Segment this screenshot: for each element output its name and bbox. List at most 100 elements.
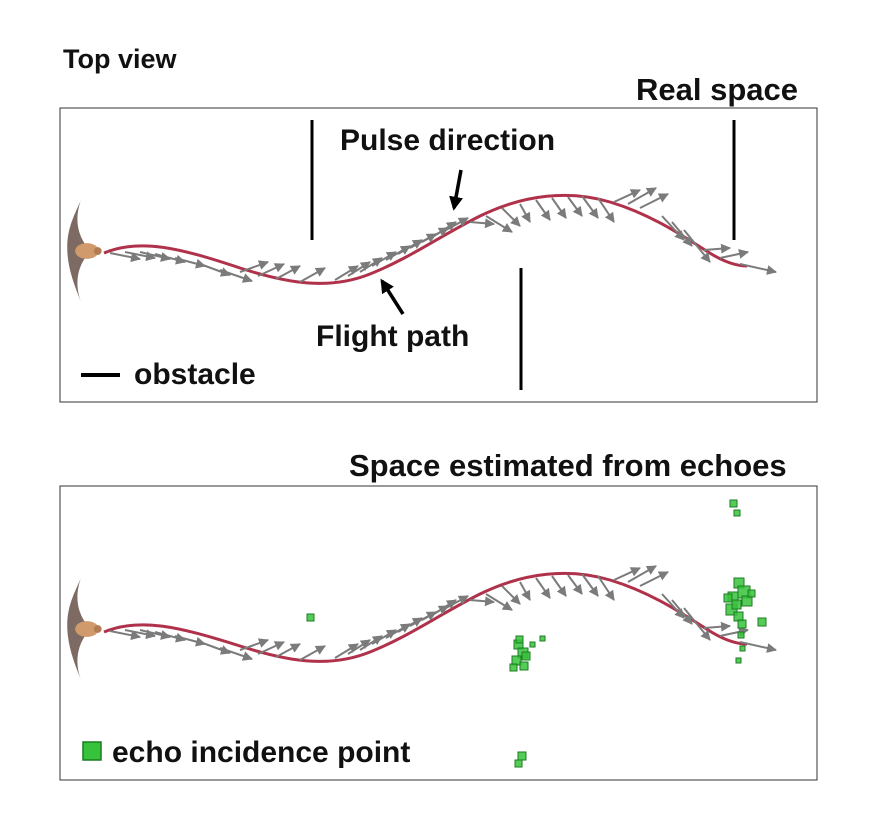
bottom-pulse-arrow-22 [469, 596, 495, 607]
top-pulse-arrow-37 [703, 243, 731, 254]
bottom-pulse-arrow-36 [683, 607, 711, 641]
bottom-pulse-arrow-24 [501, 585, 521, 605]
bottom-pulse-arrow-3 [139, 629, 171, 640]
top-pulse-arrow-20 [433, 221, 457, 237]
flight-pointer-arrow [380, 278, 405, 315]
top-pulse-arrow-1 [109, 252, 141, 263]
bottom-pulse-arrow-26 [535, 577, 551, 599]
bottom-pulse-arrow-33 [639, 571, 669, 587]
top-pulse-arrow-11 [299, 267, 326, 283]
top-pulse-arrow-25 [519, 203, 531, 223]
top-pulse-arrow-15 [371, 251, 397, 267]
bottom-pulse-arrow-8 [239, 638, 269, 651]
bottom-pulse-arrow-12 [334, 643, 359, 659]
echo-point-24 [731, 599, 742, 610]
bottom-pulse-arrow-21 [445, 595, 469, 609]
estimated-space-title: Space estimated from echoes [349, 448, 787, 483]
bottom-pulse-arrow-4 [154, 631, 186, 643]
bottom-pulse-arrow-39 [739, 641, 777, 653]
echo-point-28 [739, 645, 746, 652]
bottom-pulse-arrow-31 [613, 567, 641, 581]
top-pulse-arrow-12 [334, 265, 359, 281]
echo-point-9 [539, 635, 546, 642]
bottom-pulse-arrow-11 [299, 645, 326, 661]
echo-point-21 [737, 619, 747, 629]
echo-point-7 [521, 651, 531, 661]
top-pulse-arrow-14 [359, 257, 383, 273]
flight-path-label: Flight path [316, 320, 470, 353]
bottom-pulse-arrow-37 [703, 621, 731, 632]
bottom-pulse-arrow-1 [109, 630, 141, 641]
top-pulse-arrow-9 [257, 263, 285, 277]
top-pulse-arrow-36 [683, 229, 711, 263]
bottom-pulse-arrow-10 [275, 643, 301, 658]
bottom-pulse-arrow-6 [199, 641, 231, 655]
echo-point-6 [515, 635, 524, 644]
estimated-space-panel [59, 485, 818, 781]
echo-point-12 [514, 759, 523, 768]
pulse-arrows-bottom [109, 565, 777, 661]
top-pulse-arrow-7 [219, 269, 253, 283]
bottom-pulse-arrow-9 [257, 641, 285, 655]
top-view-label: Top view [63, 44, 177, 74]
top-pulse-arrow-33 [639, 193, 669, 209]
top-pulse-arrow-4 [154, 253, 186, 265]
top-pulse-arrow-35 [671, 221, 693, 247]
top-pulse-arrow-13 [347, 261, 371, 277]
echo-point-27 [735, 657, 742, 664]
echo-point-26 [737, 631, 745, 639]
echo-point-22 [723, 593, 733, 603]
top-pulse-arrow-27 [551, 197, 567, 219]
bottom-pulse-arrow-15 [371, 629, 397, 645]
top-pulse-arrow-29 [581, 195, 599, 219]
echo-point-18 [741, 595, 753, 607]
real-space-panel [59, 107, 818, 403]
echo-point-23 [747, 589, 756, 598]
top-pulse-arrow-23 [485, 215, 513, 233]
bottom-pulse-arrow-25 [519, 581, 531, 601]
bottom-pulse-arrow-29 [581, 573, 599, 597]
echo-point-14 [733, 509, 741, 517]
echo-point-25 [757, 617, 767, 627]
bottom-pulse-arrow-7 [219, 647, 253, 661]
bottom-pulse-arrow-27 [551, 575, 567, 597]
top-pulse-arrow-39 [739, 263, 777, 275]
bottom-pulse-arrow-2 [124, 629, 156, 640]
bottom-pulse-arrow-38 [719, 626, 749, 637]
pulse-pointer-arrow [449, 169, 463, 211]
top-pulse-arrow-32 [627, 187, 657, 205]
top-pulse-arrow-28 [567, 196, 583, 217]
top-pulse-arrow-38 [719, 248, 749, 259]
top-pulse-arrow-34 [661, 215, 685, 241]
bottom-pulse-arrow-20 [433, 599, 457, 615]
top-pulse-arrow-24 [501, 207, 521, 227]
echo-point-8 [509, 663, 518, 672]
bottom-pulse-arrow-14 [359, 635, 383, 651]
echo-point-1 [306, 613, 315, 622]
bottom-pulse-arrow-23 [485, 593, 513, 611]
top-pulse-arrow-3 [139, 251, 171, 262]
bottom-pulse-arrow-30 [597, 575, 615, 601]
bat-icon-top [67, 199, 102, 303]
obstacle-legend-label: obstacle [134, 358, 256, 391]
bottom-pulse-arrow-35 [671, 599, 693, 625]
top-pulse-arrow-31 [613, 189, 641, 203]
echo-point-5 [519, 661, 529, 671]
bat-icon-bottom [67, 577, 102, 681]
top-pulse-arrow-6 [199, 263, 231, 277]
bottom-pulse-arrow-34 [661, 593, 685, 619]
top-pulse-arrow-10 [275, 265, 301, 280]
echo-legend-swatch [82, 741, 102, 761]
echo-legend-label: echo incidence point [112, 736, 411, 769]
pulse-arrows-top [109, 187, 777, 283]
top-pulse-arrow-26 [535, 199, 551, 221]
pulse-direction-label: Pulse direction [340, 124, 556, 157]
bottom-pulse-arrow-28 [567, 574, 583, 595]
top-pulse-arrow-2 [124, 251, 156, 262]
top-pulse-arrow-8 [239, 260, 269, 273]
bottom-pulse-arrow-13 [347, 639, 371, 655]
top-pulse-arrow-21 [445, 217, 469, 231]
top-pulse-arrow-22 [469, 218, 495, 229]
echo-point-13 [729, 499, 738, 508]
